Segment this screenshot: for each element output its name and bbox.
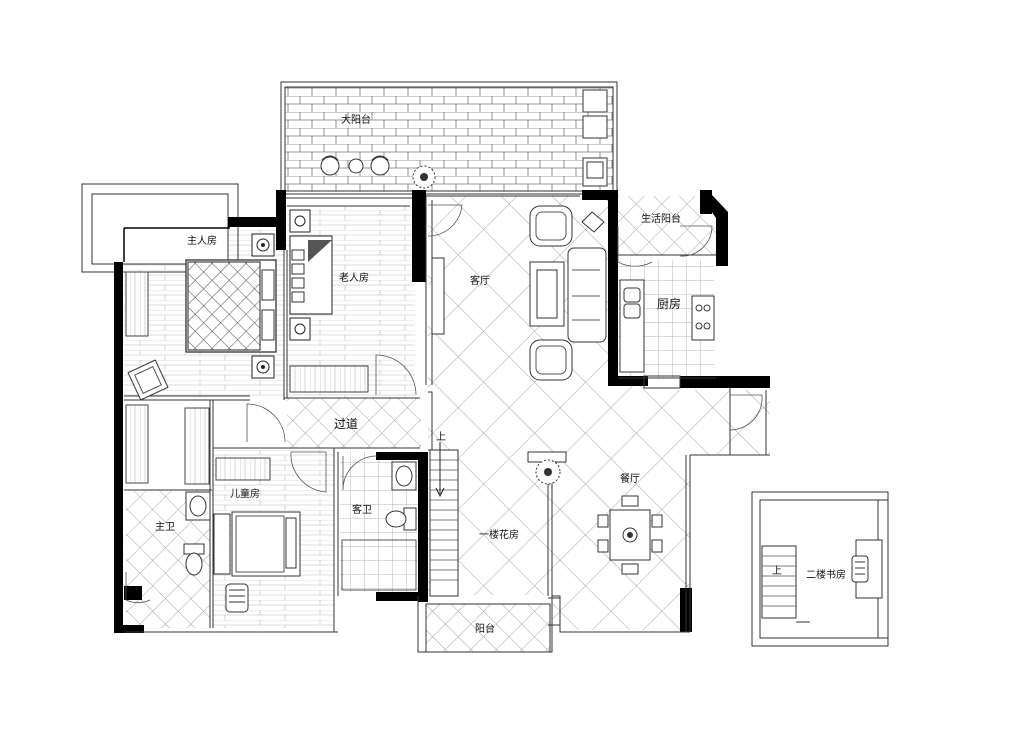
- label-child-room: 儿童房: [230, 487, 260, 500]
- chair: [225, 583, 249, 613]
- label-guest-bath: 客卫: [352, 503, 372, 516]
- plant-icon: [527, 451, 567, 485]
- toilet: [385, 507, 417, 531]
- elder-bed: [289, 235, 333, 315]
- toilet: [183, 543, 205, 576]
- porch-floor: [425, 603, 551, 653]
- label-stair-up: 上: [436, 431, 446, 443]
- label-laundry-balcony: 生活阳台: [641, 212, 681, 225]
- label-porch: 阳台: [475, 622, 495, 635]
- washbasin: [185, 491, 211, 521]
- living-dining-floor: [428, 196, 770, 630]
- staircase: [429, 442, 459, 597]
- label-stair-up-inset: 上: [772, 565, 782, 577]
- desk: [213, 513, 231, 575]
- kitchen-counter: [619, 279, 715, 373]
- wardrobe: [289, 365, 369, 393]
- label-dining: 餐厅: [620, 472, 640, 485]
- wardrobe: [125, 404, 149, 484]
- corridor-floor: [287, 398, 421, 448]
- walls: [114, 190, 770, 633]
- label-master-bedroom: 主人房: [187, 234, 217, 247]
- interior-walls: [123, 195, 770, 653]
- room-labels: 大阳台 主人房 老人房 客厅 生活阳台 厨房 过道 儿童房 主卫 客卫 一楼花房…: [155, 113, 846, 635]
- sofa-set: [529, 205, 607, 381]
- nightstand: [251, 355, 275, 379]
- wardrobe: [215, 457, 271, 481]
- doors: [125, 204, 763, 604]
- balcony-chairs: [320, 155, 390, 176]
- label-living-room: 客厅: [470, 274, 490, 287]
- laundry-balcony-floor: [618, 196, 718, 255]
- child-bed: [231, 511, 301, 577]
- tv-cabinet: [431, 257, 445, 335]
- washing-machine: [582, 89, 608, 187]
- label-kitchen: 厨房: [657, 296, 681, 311]
- label-garden-room: 一楼花房: [479, 528, 519, 541]
- dining-table: [597, 495, 663, 575]
- nightstand: [289, 317, 311, 341]
- nightstand: [251, 233, 275, 257]
- left-balcony: [81, 183, 239, 273]
- study-inset: [751, 491, 889, 647]
- label-study: 二楼书房: [806, 568, 846, 581]
- wardrobe: [125, 271, 149, 337]
- label-corridor: 过道: [334, 417, 358, 431]
- label-elder-room: 老人房: [339, 271, 369, 284]
- nightstand: [289, 209, 311, 233]
- label-master-bath: 主卫: [155, 521, 175, 533]
- wardrobe: [184, 407, 210, 485]
- washbasin: [391, 461, 417, 491]
- master-bed: [185, 259, 277, 353]
- label-big-balcony: 大阳台: [341, 113, 371, 126]
- plant-icon: [412, 165, 436, 189]
- big-balcony-area: [280, 81, 618, 195]
- armchair: [127, 359, 169, 401]
- shower-area: [341, 539, 417, 591]
